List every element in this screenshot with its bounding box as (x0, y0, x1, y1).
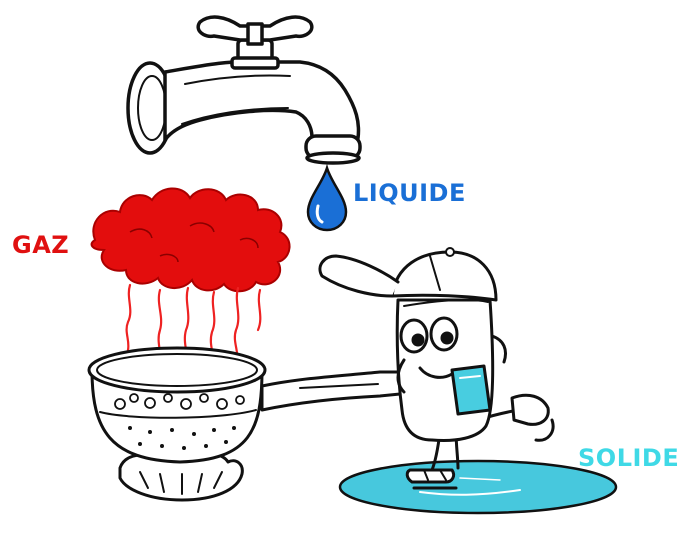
steam-cloud-icon (92, 188, 290, 291)
liquid-label: LIQUIDE (353, 181, 466, 205)
gas-label: GAZ (12, 233, 69, 257)
puddle-icon (340, 461, 616, 513)
solid-label: SOLIDE (578, 446, 679, 470)
water-drop-icon (308, 168, 346, 230)
ice-cube-character-icon (320, 248, 553, 488)
water-tap-icon (128, 17, 360, 163)
